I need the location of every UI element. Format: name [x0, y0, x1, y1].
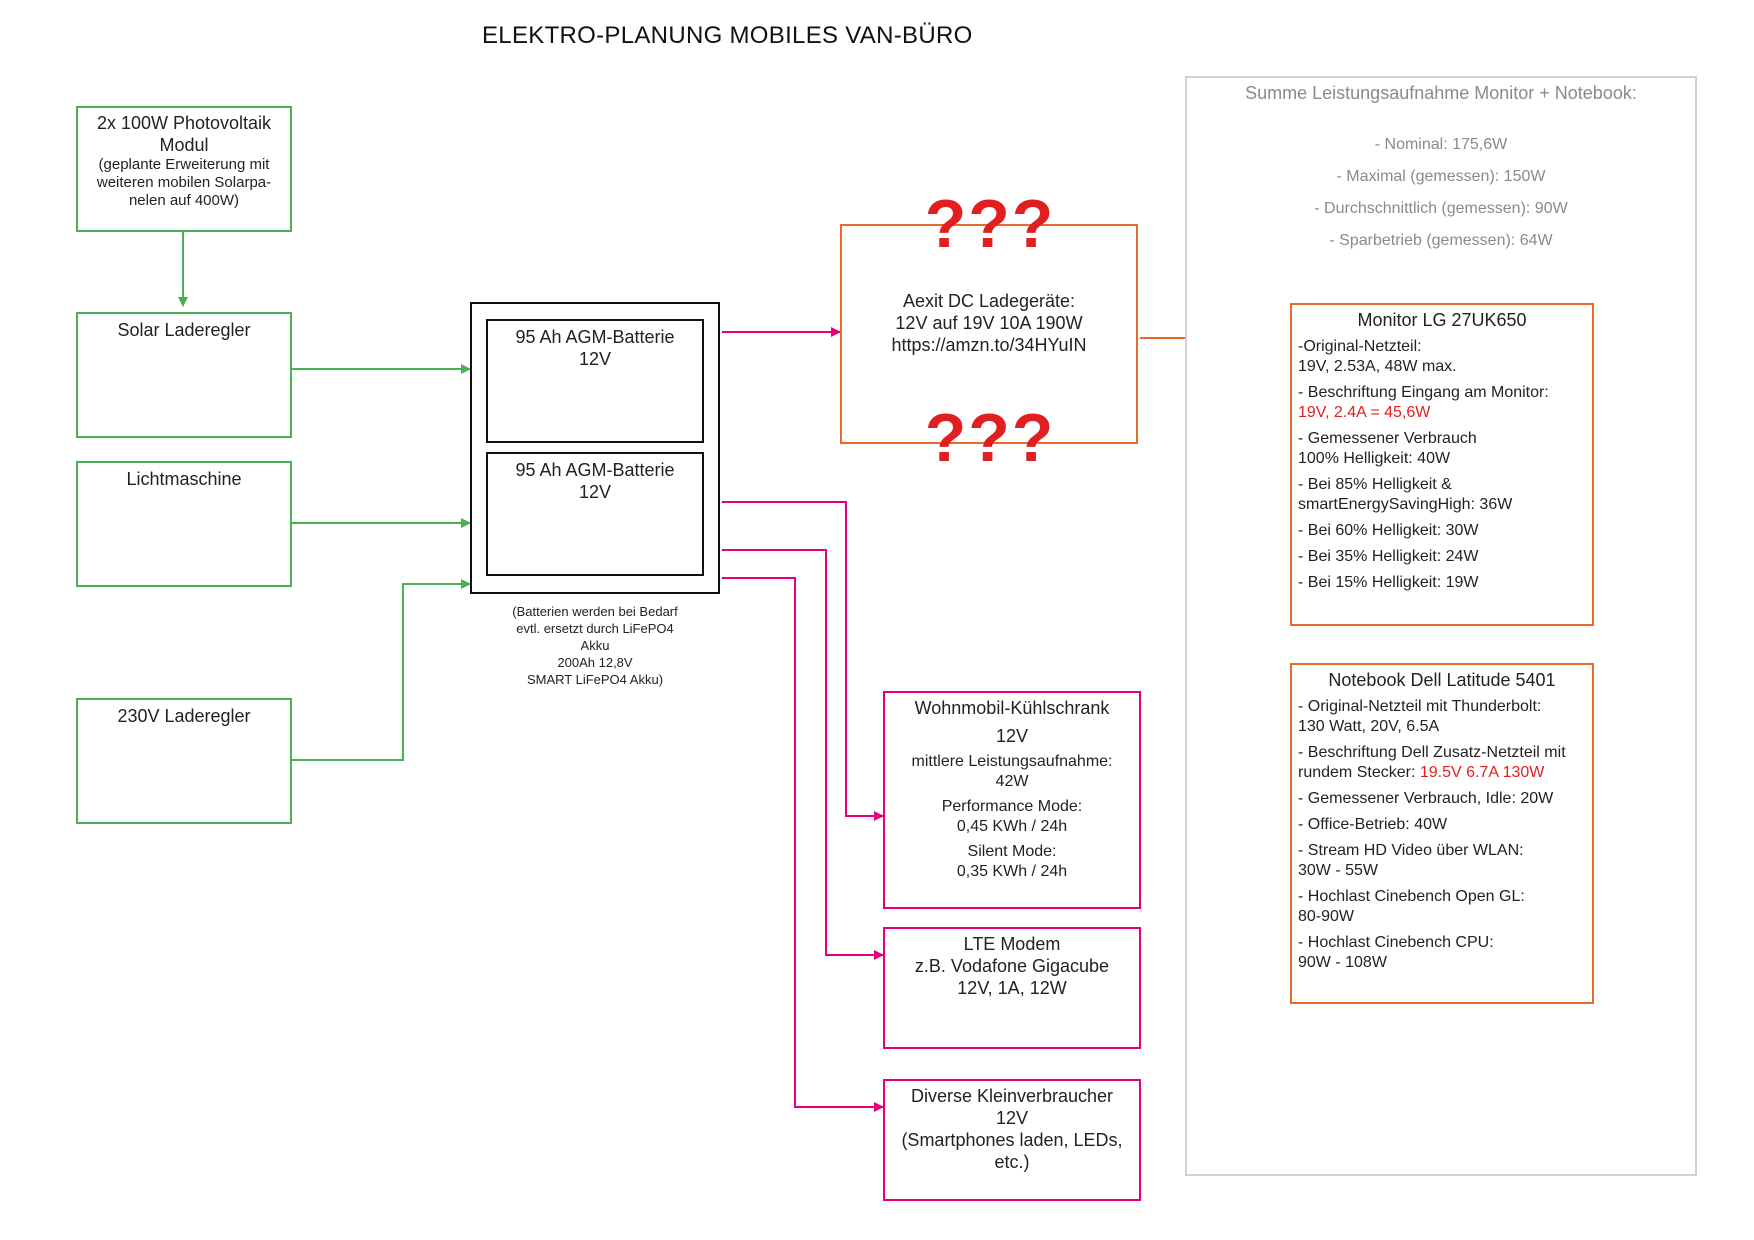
laderegler-230v-label: 230V Laderegler: [117, 706, 251, 726]
notebook-l2b-red: 19.5V 6.7A 130W: [1419, 764, 1545, 781]
wire-battery-to-lte: [722, 549, 884, 960]
fridge-avg-label: mittlere Leistungsaufnahme:: [911, 753, 1113, 770]
question-marks-top: ???: [924, 186, 1056, 262]
fridge-title: Wohnmobil-Kühlschrank: [914, 698, 1110, 718]
battery-1-box: 95 Ah AGM-Batterie 12V: [486, 319, 704, 443]
notebook-l6a: - Hochlast Cinebench Open GL:: [1298, 888, 1525, 905]
summary-panel: Summe Leistungsaufnahme Monitor + Notebo…: [1185, 76, 1697, 1176]
summary-avg: - Durchschnittlich (gemessen): 90W: [1314, 200, 1568, 217]
notebook-l5a: - Stream HD Video über WLAN:: [1298, 842, 1524, 859]
battery-2-line1: 95 Ah AGM-Batterie: [515, 460, 675, 480]
notebook-l5b: 30W - 55W: [1298, 862, 1379, 879]
pv-line1: 2x 100W Photovoltaik: [96, 113, 272, 133]
fridge-silent-label: Silent Mode:: [967, 843, 1057, 860]
solar-regler-box: Solar Laderegler: [76, 312, 292, 438]
lte-modem-box: LTE Modem z.B. Vodafone Gigacube 12V, 1A…: [883, 927, 1141, 1049]
lte-line1: LTE Modem: [963, 934, 1061, 954]
lichtmaschine-label: Lichtmaschine: [126, 469, 242, 489]
battery-note-line1: (Batterien werden bei Bedarf: [512, 604, 678, 619]
notebook-l7a: - Hochlast Cinebench CPU:: [1298, 934, 1494, 951]
notebook-l2a: - Beschriftung Dell Zusatz-Netzteil mit: [1298, 744, 1566, 761]
fridge-voltage: 12V: [995, 726, 1029, 746]
notebook-l3: - Gemessener Verbrauch, Idle: 20W: [1298, 790, 1554, 807]
notebook-box: Notebook Dell Latitude 5401 - Original-N…: [1290, 663, 1594, 1004]
pv-line3: (geplante Erweiterung mit: [98, 156, 270, 173]
lte-line3: 12V, 1A, 12W: [957, 978, 1067, 998]
monitor-l5: - Bei 60% Helligkeit: 30W: [1298, 522, 1479, 539]
notebook-l6b: 80-90W: [1298, 908, 1355, 925]
summary-nominal: - Nominal: 175,6W: [1374, 136, 1508, 153]
charger-line3: https://amzn.to/34HYuIN: [891, 335, 1087, 355]
fridge-avg-value: 42W: [995, 773, 1029, 790]
misc-line1: Diverse Kleinverbraucher: [910, 1086, 1114, 1106]
pv-line5: nelen auf 400W): [128, 192, 240, 209]
notebook-l1b: 130 Watt, 20V, 6.5A: [1298, 718, 1440, 735]
battery-2-line2: 12V: [578, 482, 612, 502]
summary-heading: Summe Leistungsaufnahme Monitor + Notebo…: [1245, 83, 1637, 103]
pv-line2: Modul: [159, 135, 209, 155]
fridge-perf-label: Performance Mode:: [941, 798, 1083, 815]
monitor-box: Monitor LG 27UK650 -Original-Netzteil: 1…: [1290, 303, 1594, 626]
monitor-l2a: - Beschriftung Eingang am Monitor:: [1298, 384, 1549, 401]
notebook-title: Notebook Dell Latitude 5401: [1328, 670, 1556, 690]
summary-eco: - Sparbetrieb (gemessen): 64W: [1329, 232, 1553, 249]
misc-line2: 12V: [995, 1108, 1029, 1128]
notebook-l2b-plain: rundem Stecker:: [1298, 764, 1420, 781]
battery-1-line1: 95 Ah AGM-Batterie: [515, 327, 675, 347]
fridge-perf-value: 0,45 KWh / 24h: [956, 818, 1068, 835]
question-marks-bottom: ???: [924, 400, 1056, 476]
monitor-l4b: smartEnergySavingHigh: 36W: [1298, 496, 1513, 513]
lte-line2: z.B. Vodafone Gigacube: [914, 956, 1110, 976]
monitor-l2b: 19V, 2.4A = 45,6W: [1298, 404, 1431, 421]
wire-230v-to-battery: [292, 579, 471, 761]
notebook-l4: - Office-Betrieb: 40W: [1298, 816, 1448, 833]
monitor-l7: - Bei 15% Helligkeit: 19W: [1298, 574, 1479, 591]
solar-regler-label: Solar Laderegler: [117, 320, 251, 340]
misc-line3: (Smartphones laden, LEDs,: [901, 1130, 1123, 1150]
dc-charger-box: Aexit DC Ladegeräte: 12V auf 19V 10A 190…: [840, 224, 1138, 444]
monitor-l1a: -Original-Netzteil:: [1298, 338, 1422, 355]
battery-note-line4: 200Ah 12,8V: [557, 655, 633, 670]
lichtmaschine-box: Lichtmaschine: [76, 461, 292, 587]
monitor-title: Monitor LG 27UK650: [1357, 310, 1527, 330]
pv-line4: weiteren mobilen Solarpa-: [96, 174, 272, 191]
battery-2-box: 95 Ah AGM-Batterie 12V: [486, 452, 704, 576]
charger-line2: 12V auf 19V 10A 190W: [895, 313, 1083, 333]
monitor-l6: - Bei 35% Helligkeit: 24W: [1298, 548, 1479, 565]
fridge-silent-value: 0,35 KWh / 24h: [956, 863, 1068, 880]
battery-note-line3: Akku: [580, 638, 610, 653]
wire-battery-to-misc: [722, 577, 884, 1112]
charger-line1: Aexit DC Ladegeräte:: [902, 291, 1076, 311]
notebook-l7b: 90W - 108W: [1298, 954, 1387, 971]
battery-1-line2: 12V: [578, 349, 612, 369]
monitor-l3a: - Gemessener Verbrauch: [1298, 430, 1477, 447]
misc-consumers-box: Diverse Kleinverbraucher 12V (Smartphone…: [883, 1079, 1141, 1201]
battery-note-line2: evtl. ersetzt durch LiFePO4: [516, 621, 674, 636]
wire-battery-to-fridge: [722, 501, 884, 821]
monitor-l3b: 100% Helligkeit: 40W: [1298, 450, 1451, 467]
laderegler-230v-box: 230V Laderegler: [76, 698, 292, 824]
misc-line4: etc.): [994, 1152, 1030, 1172]
battery-note: (Batterien werden bei Bedarf evtl. erset…: [470, 603, 720, 688]
monitor-l1b: 19V, 2.53A, 48W max.: [1298, 358, 1457, 375]
pv-module-box: 2x 100W Photovoltaik Modul (geplante Erw…: [76, 106, 292, 232]
notebook-l1a: - Original-Netzteil mit Thunderbolt:: [1298, 698, 1542, 715]
fridge-box: Wohnmobil-Kühlschrank 12V mittlere Leist…: [883, 691, 1141, 909]
battery-note-line5: SMART LiFePO4 Akku): [526, 672, 664, 687]
summary-max: - Maximal (gemessen): 150W: [1336, 168, 1546, 185]
page-title: ELEKTRO-PLANUNG MOBILES VAN-BÜRO: [482, 22, 973, 49]
notebook-l2b: rundem Stecker: 19.5V 6.7A 130W: [1298, 763, 1586, 783]
battery-bank-box: 95 Ah AGM-Batterie 12V 95 Ah AGM-Batteri…: [470, 302, 720, 594]
monitor-l4a: - Bei 85% Helligkeit &: [1298, 476, 1452, 493]
